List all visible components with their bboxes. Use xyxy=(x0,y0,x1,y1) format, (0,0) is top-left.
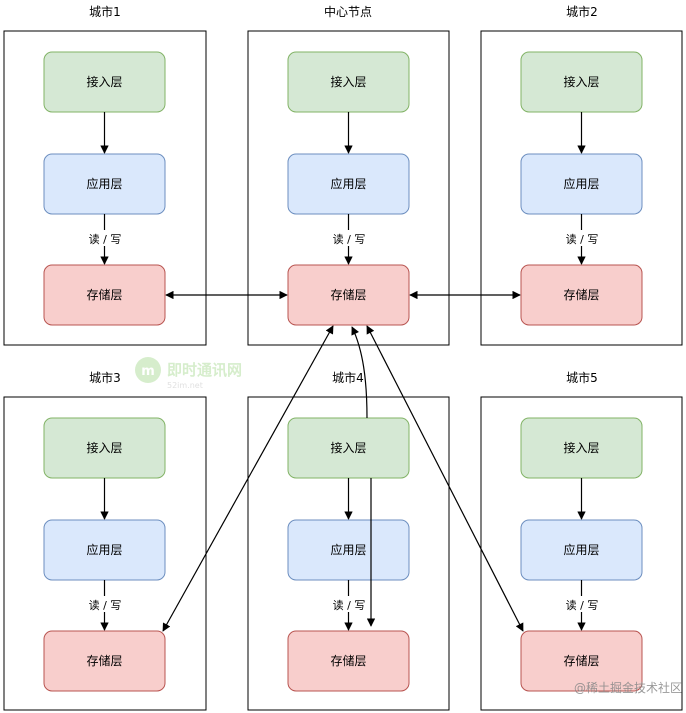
access-layer-label: 接入层 xyxy=(563,440,599,455)
edge-label-rw-center: 读 / 写 xyxy=(333,232,366,246)
sync-edge-center-city3 xyxy=(162,325,334,632)
im-watermark-sub: 52im.net xyxy=(167,381,203,390)
storage-layer-label: 存储层 xyxy=(563,287,599,302)
storage-layer-city1 xyxy=(43,264,166,326)
cluster-frame-center xyxy=(247,30,450,346)
app-layer-label: 应用层 xyxy=(563,542,599,557)
access-layer-label: 接入层 xyxy=(330,440,366,455)
sync-edge-center-city5 xyxy=(366,325,524,632)
access-layer-label: 接入层 xyxy=(563,74,599,89)
access-layer-label: 接入层 xyxy=(86,440,122,455)
edge-label-rw-city3: 读 / 写 xyxy=(89,598,122,612)
storage-layer-label: 存储层 xyxy=(86,287,122,302)
cluster-title-city3: 城市3 xyxy=(89,370,121,385)
storage-layer-city2 xyxy=(520,264,643,326)
edge-label-rw-city4: 读 / 写 xyxy=(333,598,366,612)
storage-layer-city5 xyxy=(520,630,643,692)
access-layer-label: 接入层 xyxy=(86,74,122,89)
im-watermark-logo: m 即时通讯网 52im.net xyxy=(135,357,242,390)
storage-layer-label: 存储层 xyxy=(563,653,599,668)
im-watermark-text: 即时通讯网 xyxy=(167,361,242,379)
juejin-watermark: @稀土掘金技术社区 xyxy=(574,680,682,695)
cluster-frame-city2 xyxy=(480,30,683,346)
cluster-title-center: 中心节点 xyxy=(324,4,372,19)
cluster-title-city2: 城市2 xyxy=(566,4,598,19)
edge-label-rw-city2: 读 / 写 xyxy=(566,232,599,246)
cluster-title-city1: 城市1 xyxy=(89,4,121,19)
cluster-frame-city1 xyxy=(3,30,207,346)
storage-layer-label: 存储层 xyxy=(330,287,366,302)
cluster-title-city4: 城市4 xyxy=(332,370,364,385)
sync-edge-city4-access-center xyxy=(351,326,368,419)
storage-layer-label: 存储层 xyxy=(86,653,122,668)
edge-label-rw-city1: 读 / 写 xyxy=(89,232,122,246)
app-layer-label: 应用层 xyxy=(330,176,366,191)
app-layer-label: 应用层 xyxy=(330,542,366,557)
storage-layer-label: 存储层 xyxy=(330,653,366,668)
app-layer-label: 应用层 xyxy=(86,176,122,191)
access-layer-label: 接入层 xyxy=(330,74,366,89)
storage-layer-city3 xyxy=(43,630,166,692)
svg-text:m: m xyxy=(141,364,155,379)
app-layer-label: 应用层 xyxy=(563,176,599,191)
cluster-title-city5: 城市5 xyxy=(566,370,598,385)
edge-label-rw-city5: 读 / 写 xyxy=(566,598,599,612)
storage-layer-center xyxy=(287,264,410,326)
storage-layer-city4 xyxy=(287,630,410,692)
app-layer-label: 应用层 xyxy=(86,542,122,557)
